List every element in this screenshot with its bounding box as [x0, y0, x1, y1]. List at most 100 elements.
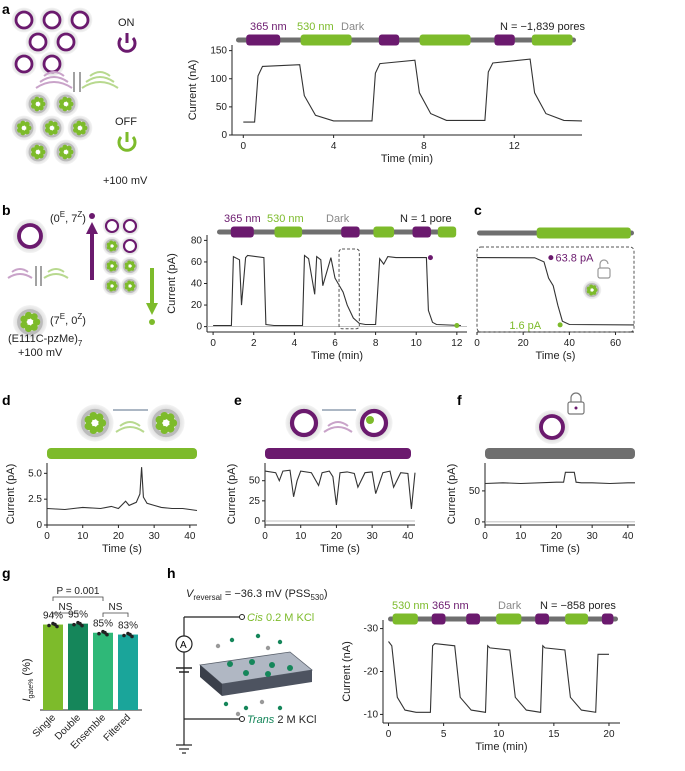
pore-ring	[104, 218, 120, 234]
pore-icon	[67, 115, 93, 141]
protocol-segment	[601, 613, 614, 625]
x-tick-label: 10	[493, 729, 505, 740]
x-axis-label: Time (s)	[536, 350, 576, 362]
x-tick-label: 30	[367, 531, 379, 542]
y-tick-label: 50	[469, 486, 481, 497]
series-line	[243, 58, 583, 123]
schematic-h: Vreversal = −36.3 mV (PSS530) A Cis 0.2 …	[175, 588, 327, 754]
pore-icon	[53, 91, 79, 117]
panel-letter-g: g	[2, 565, 11, 581]
lock-keyhole	[574, 406, 578, 410]
x-tick-label: 20	[551, 531, 563, 542]
x-tick-label: 20	[113, 531, 125, 542]
pore-subunit	[30, 323, 38, 331]
light-wave-icon	[115, 421, 145, 433]
x-tick-label: 6	[332, 338, 338, 349]
x-tick-label: 15	[548, 729, 560, 740]
significance-bracket	[52, 596, 104, 601]
n-label: N = 1 pore	[400, 213, 452, 225]
x-tick-label: 40	[564, 338, 576, 349]
pore-subunit	[130, 286, 135, 291]
pore-ring	[539, 414, 565, 440]
pore-icon	[11, 7, 37, 33]
data-point	[103, 630, 107, 635]
pore-icon	[355, 404, 393, 442]
pore-subunit	[89, 412, 98, 420]
data-point	[47, 623, 51, 628]
panel-letter-h: h	[167, 565, 176, 581]
significance-label: P = 0.001	[57, 586, 100, 597]
pore-subunit	[127, 260, 132, 265]
pore-icon	[120, 276, 140, 296]
pore-ring	[14, 10, 34, 30]
pore-subunit	[589, 284, 594, 289]
x-tick-label: 0	[386, 729, 392, 740]
value-annotation: 1.6 pA	[509, 320, 541, 332]
y-tick-label: 80	[191, 235, 203, 246]
protocol-segment	[494, 34, 515, 46]
series-line	[213, 254, 461, 327]
x-tick-label: 20	[331, 531, 343, 542]
y-axis-label: Current (pA)	[166, 253, 178, 314]
x-tick-label: 0	[474, 338, 480, 349]
x-tick-label: 4	[292, 338, 298, 349]
y-tick-label: 50	[216, 102, 228, 113]
y-axis-label: Current (nA)	[187, 60, 199, 121]
series-line	[46, 467, 198, 512]
x-axis-label: Time (s)	[320, 543, 360, 555]
protocol-segment	[412, 226, 431, 238]
pore-subunit	[106, 285, 111, 290]
pore-subunit	[59, 151, 65, 157]
pore-subunit	[48, 120, 54, 126]
pore-icon	[120, 256, 140, 276]
protocol-bar	[477, 227, 634, 239]
pore-subunit	[34, 144, 40, 150]
y-axis-label: Current (nA)	[341, 641, 353, 702]
data-point	[53, 622, 57, 627]
pore-icon	[67, 7, 93, 33]
y-tick-label: 60	[191, 257, 203, 268]
pore-subunit	[166, 424, 175, 433]
x-tick-label: 0	[210, 338, 216, 349]
pore-subunit	[84, 422, 93, 431]
pore-subunit	[59, 103, 65, 109]
protocol-label: Dark	[341, 21, 365, 33]
pore-subunit	[62, 144, 68, 150]
x-tick-label: 2	[251, 338, 257, 349]
construct-label: (E111C-pzMe)7	[8, 333, 83, 348]
y-tick-label: 0	[254, 516, 260, 527]
pore-icon	[11, 115, 37, 141]
pore-subunit	[366, 416, 374, 424]
protocol-segment	[274, 226, 303, 238]
pore-subunit	[31, 151, 37, 157]
x-axis-label: Time (s)	[102, 543, 142, 555]
x-axis-label: Time (min)	[311, 350, 363, 362]
pore-subunit	[73, 127, 79, 133]
pore-subunit	[106, 245, 111, 250]
x-tick-label: 10	[295, 531, 307, 542]
x-tick-label: 30	[149, 531, 161, 542]
x-tick-label: 10	[411, 338, 423, 349]
significance-label: NS	[59, 602, 73, 613]
protocol-segment	[392, 613, 418, 625]
state-upper: (0E, 7Z)	[50, 210, 86, 225]
pore-ring	[122, 218, 138, 234]
x-tick-label: 20	[603, 729, 615, 740]
state-marker	[548, 255, 554, 261]
panel-letter-b: b	[2, 202, 11, 218]
panel-letter-e: e	[234, 392, 242, 408]
lock-icon	[567, 392, 585, 415]
pore-subunit	[52, 121, 58, 127]
battery-icon	[176, 667, 192, 673]
pore-subunit	[106, 265, 111, 270]
pore-subunit	[38, 145, 44, 151]
pore-ring	[122, 238, 138, 254]
protocol-segment	[246, 34, 281, 46]
pore-subunit	[124, 265, 129, 270]
pore-subunit	[109, 260, 114, 265]
y-axis-label: Current (pA)	[5, 464, 17, 525]
protocol-segment	[466, 613, 480, 625]
protocol-segment	[531, 34, 573, 46]
pore-icon	[12, 304, 48, 340]
pore-icon	[120, 216, 140, 236]
